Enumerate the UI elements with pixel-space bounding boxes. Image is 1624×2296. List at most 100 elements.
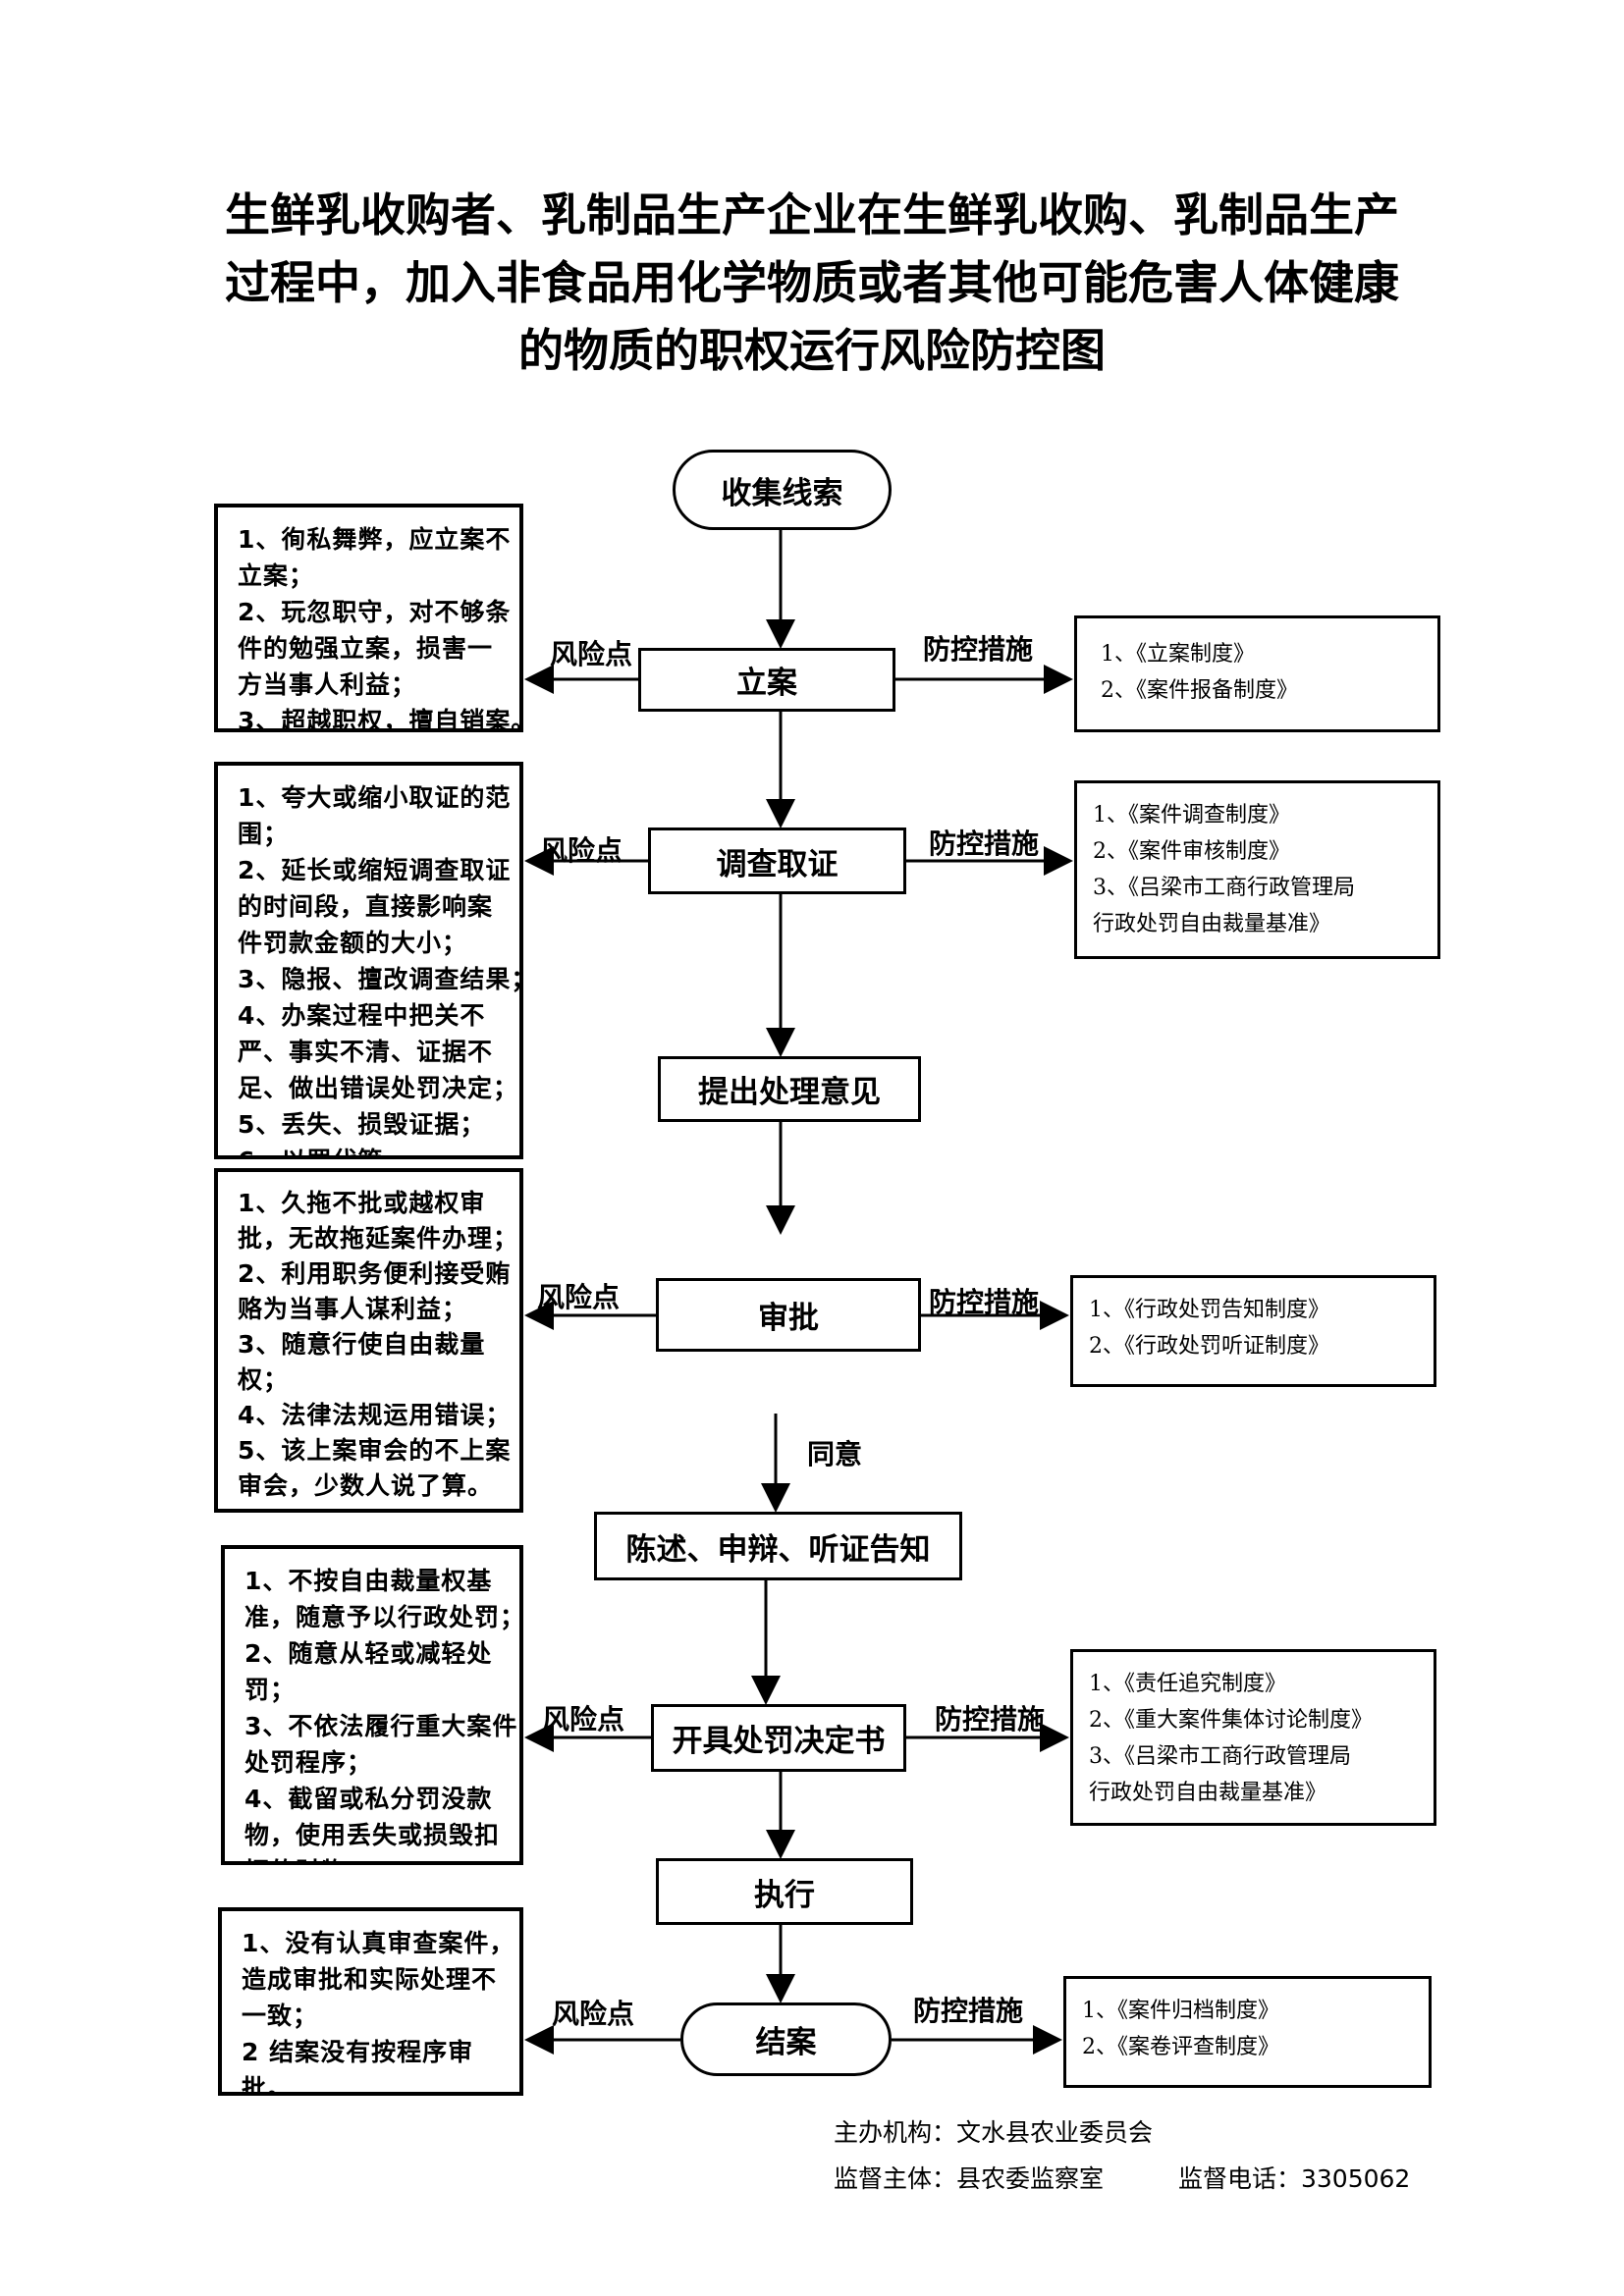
control-line: 3、《吕梁市工商行政管理局 [1089,1744,1351,1769]
risk-line: 批，无故拖延案件办理； [238,1224,519,1253]
risk-line: 2、随意从轻或减轻处 [244,1639,493,1668]
control-box-file-case: 1、《立案制度》 2、《案件报备制度》 [1074,615,1440,732]
step-close-case: 结案 [680,2002,892,2076]
risk-line: 2、利用职务便利接受贿 [238,1259,512,1288]
agree-label: 同意 [807,1438,863,1470]
step-label: 立案 [736,666,797,701]
step-label: 结案 [755,2025,817,2060]
risk-line: 足、做出错误处罚决定； [238,1074,519,1102]
title-line: 过程中，加入非食品用化学物质或者其他可能危害人体健康 [225,256,1399,309]
step-label: 调查取证 [716,846,839,882]
footer-phone: 监督电话：3305062 [1178,2164,1411,2193]
control-line: 行政处罚自由裁量基准》 [1089,1781,1327,1805]
risk-line: 1、没有认真审查案件， [242,1929,515,1957]
control-box-investigate: 1、《案件调查制度》 2、《案件审核制度》 3、《吕梁市工商行政管理局行政处罚自由裁… [1074,780,1440,959]
risk-line: 一致； [242,2002,319,2030]
risk-line: 2、延长或缩短调查取证 [238,856,512,884]
step-propose-opinion: 提出处理意见 [658,1056,921,1122]
control-line: 2、《案件报备制度》 [1101,678,1298,703]
step-label: 审批 [758,1301,819,1336]
control-line: 1、《行政处罚告知制度》 [1089,1298,1329,1322]
risk-line: 4、截留或私分罚没款 [244,1785,493,1813]
risk-line: 准，随意予以行政处罚； [244,1603,523,1631]
risk-line: 权； [238,1365,290,1394]
control-box-close-case: 1、《案件归档制度》 2、《案卷评查制度》 [1063,1976,1432,2088]
step-investigate: 调查取证 [648,828,906,894]
step-execute: 执行 [656,1858,913,1925]
step-label: 陈述、申辩、听证告知 [625,1531,931,1568]
risk-line: 3、超越职权，擅自销案。 [238,707,523,732]
risk-line: 造成审批和实际处理不 [242,1965,498,1994]
control-line: 2、《行政处罚听证制度》 [1089,1334,1329,1359]
step-notify-hearing: 陈述、申辩、听证告知 [594,1512,962,1580]
title-line: 的物质的职权运行风险防控图 [518,324,1106,377]
risk-box-approve: 1、久拖不批或越权审批，无故拖延案件办理； 2、利用职务便利接受贿赂为当事人谋利益… [214,1168,523,1513]
risk-line: 5、丢失、损毁证据； [238,1110,486,1139]
risk-box-issue-decision: 1、不按自由裁量权基准，随意予以行政处罚； 2、随意从轻或减轻处罚； 3、不依法履行… [221,1545,523,1865]
risk-line: 4、办案过程中把关不 [238,1001,486,1030]
control-label: 防控措施 [929,828,1040,860]
risk-line: 6、以罚代管。 [238,1143,506,1155]
risk-line: 1、夸大或缩小取证的范 [238,783,512,812]
step-label: 收集线索 [721,475,843,511]
risk-label: 风险点 [542,1703,625,1735]
risk-line: 严、事实不清、证据不 [238,1038,494,1066]
step-label: 提出处理意见 [698,1075,881,1110]
risk-line: 物，使用丢失或损毁扣 [244,1821,501,1849]
risk-line: 5、该上案审会的不上案 [238,1436,512,1465]
risk-label: 风险点 [540,834,623,867]
risk-line: 4、法律法规运用错误； [238,1401,512,1429]
risk-label: 风险点 [550,638,633,670]
risk-line: 件的勉强立案，损害一 [238,634,494,663]
risk-line: 赂为当事人谋利益； [238,1295,468,1323]
control-line: 2、《案件审核制度》 [1093,839,1290,864]
control-line: 2、《案卷评查制度》 [1082,2035,1279,2059]
step-approve: 审批 [656,1278,921,1352]
step-collect-clues: 收集线索 [673,450,892,530]
risk-line: 3、不依法履行重大案件 [244,1712,518,1740]
risk-line: 处罚程序； [244,1748,373,1777]
control-label: 防控措施 [929,1286,1040,1318]
control-line: 1、《案件归档制度》 [1082,1999,1279,2023]
risk-line: 3、随意行使自由裁量 [238,1330,486,1359]
risk-line: 2 结案没有按程序审 [242,2038,474,2066]
control-box-issue-decision: 1、《责任追究制度》 2、《重大案件集体讨论制度》 3、《吕梁市工商行政管理局行政处… [1070,1649,1436,1826]
risk-line: 件罚款金额的大小； [238,929,468,957]
risk-line: 3、隐报、擅改调查结果； [238,965,523,993]
risk-line: 围； [238,820,290,848]
footer-organizer: 主办机构：文水县农业委员会 [834,2118,1154,2147]
control-line: 行政处罚自由裁量基准》 [1093,912,1331,936]
risk-box-investigate: 1、夸大或缩小取证的范围； 2、延长或缩短调查取证的时间段，直接影响案件罚款金额的… [214,762,523,1159]
risk-box-file-case: 1、徇私舞弊，应立案不立案； 2、玩忽职守，对不够条件的勉强立案，损害一方当事人利… [214,504,523,732]
risk-line: 的时间段，直接影响案 [238,892,494,921]
risk-line: 2、玩忽职守，对不够条 [238,598,512,626]
risk-line: 审会，少数人说了算。 [238,1471,494,1500]
page-title: 生鲜乳收购者、乳制品生产企业在生鲜乳收购、乳制品生产 过程中，加入非食品用化学物… [0,182,1624,385]
control-line: 3、《吕梁市工商行政管理局 [1093,876,1355,900]
risk-line: 1、徇私舞弊，应立案不 [238,525,512,554]
risk-line: 方当事人利益； [238,670,417,699]
risk-line: 1、久拖不批或越权审 [238,1189,486,1217]
control-label: 防控措施 [913,1995,1024,2027]
control-label: 防控措施 [935,1703,1046,1735]
risk-line: 立案； [238,561,315,590]
step-issue-decision: 开具处罚决定书 [651,1704,906,1772]
control-line: 1、《立案制度》 [1101,642,1255,667]
step-label: 执行 [754,1877,815,1913]
step-file-case: 立案 [638,648,895,712]
footer-supervisor: 监督主体：县农委监察室 [834,2164,1105,2193]
control-line: 1、《责任追究制度》 [1089,1672,1286,1696]
risk-box-close-case: 1、没有认真审查案件， 造成审批和实际处理不一致； 2 结案没有按程序审批。 [218,1907,523,2096]
control-line: 2、《重大案件集体讨论制度》 [1089,1708,1373,1733]
risk-label: 风险点 [537,1281,621,1313]
control-label: 防控措施 [923,633,1034,666]
risk-label: 风险点 [552,1998,635,2030]
risk-line: 批。 [242,2074,294,2096]
risk-line: 罚； [244,1676,297,1704]
risk-line: 1、不按自由裁量权基 [244,1567,493,1595]
step-label: 开具处罚决定书 [672,1724,886,1759]
control-box-approve: 1、《行政处罚告知制度》 2、《行政处罚听证制度》 [1070,1275,1436,1387]
title-line: 生鲜乳收购者、乳制品生产企业在生鲜乳收购、乳制品生产 [225,188,1399,241]
control-line: 1、《案件调查制度》 [1093,803,1290,828]
